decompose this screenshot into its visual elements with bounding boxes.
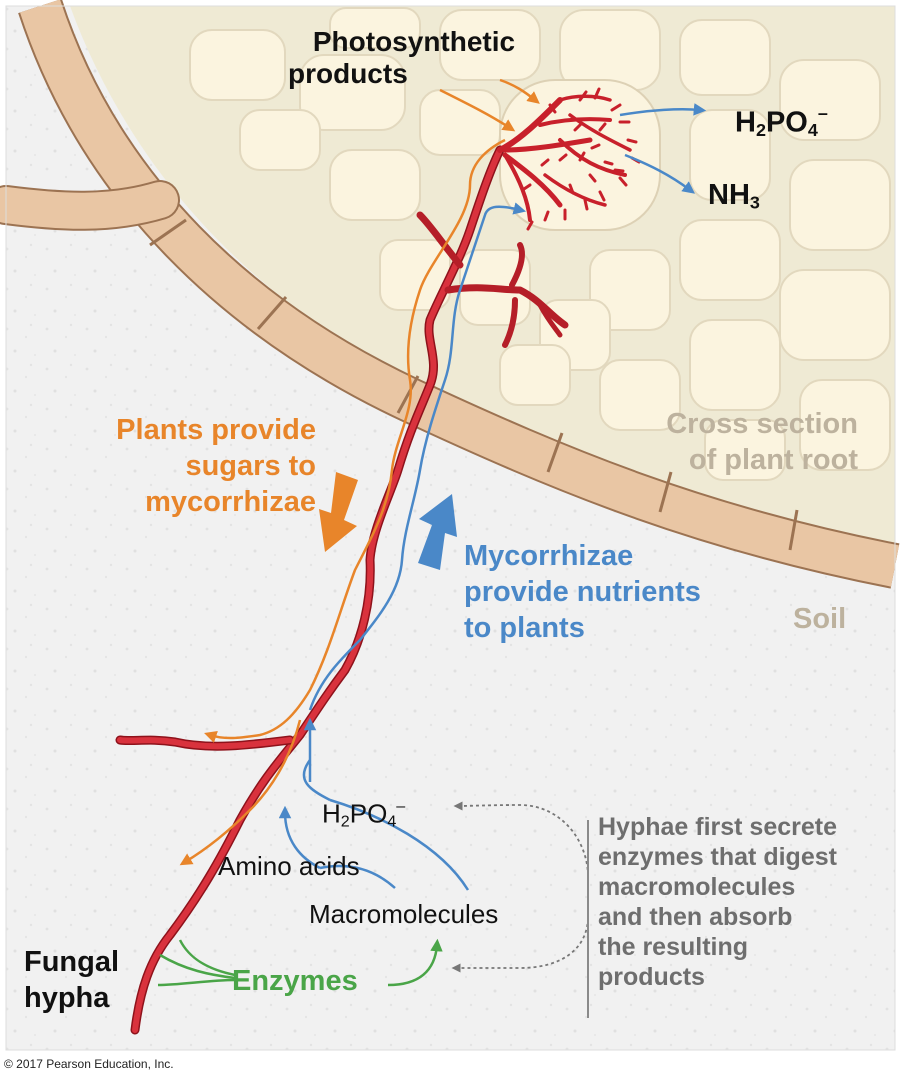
h2po4-top-sub1: 2 — [755, 120, 766, 141]
hyphae-note-line2: enzymes that digest — [598, 843, 837, 871]
cross-section-line1: Cross section — [666, 408, 858, 440]
fungal-hypha-line2: hypha — [24, 982, 110, 1014]
h2po4-bottom-po: PO — [349, 798, 388, 829]
photosynthetic-products-label: Photosynthetic products — [284, 26, 544, 90]
h2po4-bottom-h: H — [322, 798, 341, 829]
h2po4-bottom-sub2: 4 — [387, 812, 397, 831]
nh3-sub: 3 — [749, 192, 760, 213]
mycorrhizae-provide-line1: Mycorrhizae — [464, 540, 634, 572]
fungal-hypha — [115, 145, 569, 1035]
h2po4-top-h: H — [735, 106, 756, 139]
sugars-down-arrow — [319, 472, 358, 552]
h2po4-top-charge: – — [817, 103, 828, 123]
enzyme-arrows — [157, 938, 443, 987]
mycorrhizae-provide-line3: to plants — [464, 612, 585, 644]
hyphae-note-line6: products — [598, 963, 705, 991]
note-pointers — [451, 801, 589, 973]
macromolecules-label: Macromolecules — [309, 899, 499, 929]
enzymes-label: Enzymes — [232, 965, 358, 997]
copyright-notice: © 2017 Pearson Education, Inc. — [4, 1057, 174, 1071]
h2po4-bottom-charge: – — [396, 797, 406, 815]
nutrients-up-arrow — [418, 494, 457, 570]
cross-section-line2: of plant root — [688, 444, 858, 476]
plants-provide-label: Plants provide sugars to mycorrhizae — [60, 412, 316, 520]
hyphae-note-line5: the resulting — [598, 933, 749, 961]
hyphae-note-line4: and then absorb — [598, 903, 793, 931]
arbuscule — [497, 87, 641, 231]
soil-label: Soil — [793, 603, 847, 635]
h2po4-bottom-label: H2PO4– — [322, 790, 405, 837]
plants-provide-line2: sugars to — [185, 450, 316, 482]
sugar-flow-arrows — [179, 78, 540, 866]
plants-provide-line1: Plants provide — [116, 414, 316, 446]
amino-acids-label: Amino acids — [218, 851, 360, 881]
h2po4-top-po: PO — [765, 106, 808, 139]
photosynthetic-products-line1: Photosynthetic — [312, 26, 516, 57]
plants-provide-line3: mycorrhizae — [145, 486, 316, 518]
hyphae-note: Hyphae first secrete enzymes that digest… — [598, 812, 837, 992]
h2po4-top-label: H2PO4– — [735, 96, 828, 147]
nh3-n: NH — [708, 179, 750, 211]
fungal-hypha-label: Fungal hypha — [24, 944, 119, 1016]
h2po4-bottom-sub1: 2 — [340, 812, 350, 831]
fungal-hypha-line1: Fungal — [24, 946, 120, 978]
nutrient-flow-arrows — [278, 103, 707, 891]
mycorrhizae-provide-label: Mycorrhizae provide nutrients to plants — [464, 538, 701, 646]
mycorrhizae-provide-line2: provide nutrients — [464, 576, 701, 608]
hyphae-note-line1: Hyphae first secrete — [598, 813, 838, 841]
photosynthetic-products-line2: products — [288, 58, 408, 89]
cross-section-label: Cross section of plant root — [620, 406, 858, 478]
hyphae-note-line3: macromolecules — [598, 873, 796, 901]
h2po4-top-sub2: 4 — [807, 120, 818, 141]
nh3-label: NH3 — [708, 178, 760, 219]
